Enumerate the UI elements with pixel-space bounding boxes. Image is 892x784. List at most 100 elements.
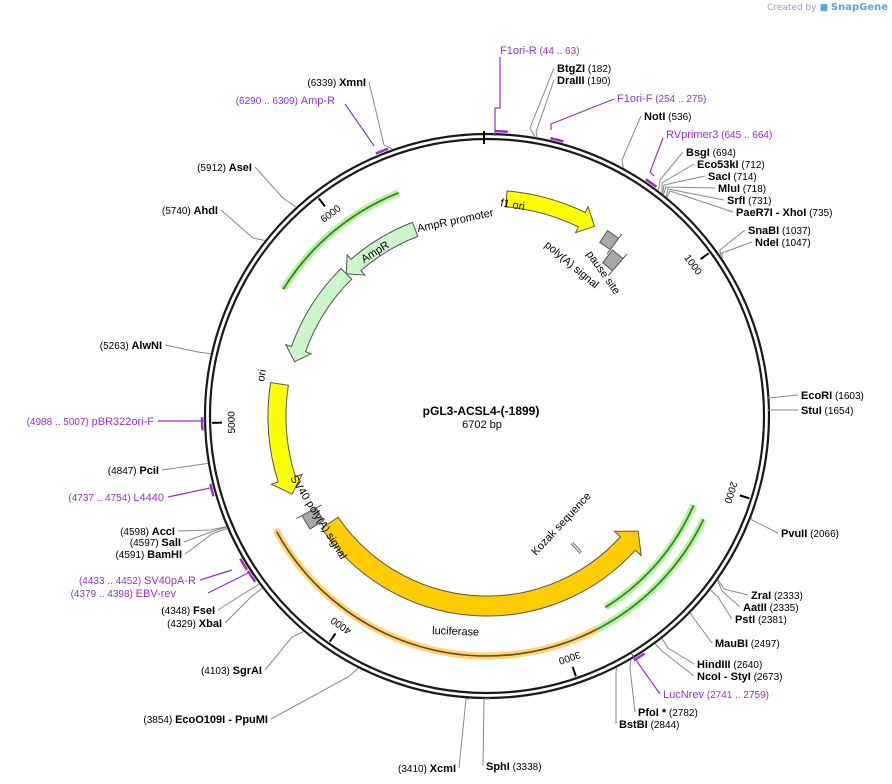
kozak-marker-core [571,542,582,554]
enzyme-connector [629,659,636,713]
orf-arrows [273,189,707,660]
enzyme-position: (2497) [748,639,780,650]
primer-name: EBV-rev [136,588,177,600]
enzyme-label: PaeR7I - XhoI (735) [736,207,832,219]
primer-label: (4433 .. 4452) SV40pA-R [79,575,196,587]
primer-position: (4433 .. 4452) [79,576,144,587]
enzyme-label: SphI (3338) [486,761,542,773]
enzyme-connector [615,667,618,724]
primer-name: L4440 [133,492,164,504]
enzyme-position: (5263) [100,341,132,352]
tick-mark [328,632,337,643]
enzyme-connector [164,344,211,355]
enzyme-name: BsgI [686,147,710,159]
enzyme-name: NotI [644,111,665,123]
enzyme-label: DraIII (190) [557,75,611,87]
tick-mark [700,252,710,260]
enzyme-name: PaeR7I [736,207,773,219]
snapgene-logo-icon: ■ [819,3,828,13]
tick-label: 5000 [226,411,238,434]
enzyme-position: (712) [739,160,765,171]
enzyme-position: (536) [665,112,691,123]
enzyme-label: SacI (714) [708,171,757,183]
primer-name: LucNrev [663,689,704,701]
enzyme-name: DraIII [557,75,585,87]
enzyme-position: (5740) [162,206,194,217]
enzyme-position: (718) [740,184,766,195]
primer-site [633,652,646,662]
backbone-outer-circle [203,132,771,700]
enzyme-position: (6339) [307,78,339,89]
enzyme-position: (4329) [167,619,199,630]
enzyme-name: BstBI [619,719,648,731]
enzyme-label: HindIII (2640) [697,659,762,671]
primer-position: (44 .. 63) [537,46,580,57]
enzyme-name: AlwNI [131,340,162,352]
plasmid-size: 6702 bp [462,419,502,431]
enzyme-name: SphI [486,761,510,773]
enzyme-position: (190) [585,76,611,87]
enzyme-name: NdeI [755,237,779,249]
enzyme-label: MauBI (2497) [715,638,780,650]
enzyme-extra-name: - PpuMI [225,714,268,726]
ori-label: ori [255,368,269,382]
primer-label: (4379 .. 4398) EBV-rev [71,588,177,600]
enzyme-label: (4591) BamHI [115,549,182,561]
enzyme-connector [529,67,555,138]
enzyme-connector [661,163,695,194]
backbone-inner-circle [208,137,766,695]
primer-name: Amp-R [301,95,335,107]
orf-line [282,191,400,290]
enzyme-name: MauBI [715,638,748,650]
enzyme-connector [717,579,749,596]
enzyme-label: (4598) AccI [120,526,175,538]
primer-position: (6290 .. 6309) [236,96,301,107]
primer-label: (4737 .. 4754) L4440 [68,492,164,504]
enzyme-name: MluI [718,183,740,195]
snapgene-credit: Created by ■ SnapGene [767,2,888,13]
enzyme-connector [220,209,266,241]
primer-connector [649,137,664,177]
primer-connector [550,98,615,130]
enzyme-name: BamHI [147,549,182,561]
enzyme-connector [721,241,753,259]
enzyme-position: (5912) [197,163,229,174]
primer-site [239,558,249,571]
enzyme-position: (4847) [108,466,140,477]
enzyme-position: (1654) [822,406,854,417]
enzyme-label: MluI (718) [718,183,766,195]
primer-position: (4379 .. 4398) [71,589,136,600]
enzyme-label: StuI (1654) [801,405,853,417]
enzyme-position: (1603) [832,391,864,402]
enzyme-name: ZraI [751,590,771,602]
luciferase-label: luciferase [432,625,479,639]
enzyme-position: (2844) [648,720,680,731]
enzyme-label: (5912) AseI [197,162,252,174]
enzyme-connector [368,81,393,150]
ampr-arrow [284,267,353,363]
enzyme-extra-name: - StyI [721,671,751,683]
enzyme-label: SnaBI (1037) [748,225,811,237]
enzyme-connector [161,462,209,471]
enzyme-name: EcoO109I [175,714,225,726]
enzyme-position: (694) [710,148,736,159]
primer-label: RVprimer3 (645 .. 664) [666,129,772,141]
enzyme-name: StuI [801,405,822,417]
primer-label: F1ori-F (254 .. 275) [617,93,706,105]
primer-label: (4988 .. 5007) pBR322ori-F [27,416,155,428]
primer-connectors [158,57,664,695]
enzyme-name: AhdI [194,205,218,217]
enzyme-name: PfoI * [638,707,667,719]
enzyme-connector [766,394,799,399]
enzyme-name: PciI [139,465,159,477]
enzyme-connector [665,188,725,201]
enzyme-position: (1047) [779,238,811,249]
primer-name: RVprimer3 [666,129,718,141]
primer-name: F1ori-F [617,93,653,105]
enzyme-name: AccI [152,526,175,538]
f1-ori-arrow [505,190,596,234]
enzyme-position: (4348) [161,606,193,617]
enzyme-label: NotI (536) [644,111,692,123]
orf-line [597,518,705,630]
